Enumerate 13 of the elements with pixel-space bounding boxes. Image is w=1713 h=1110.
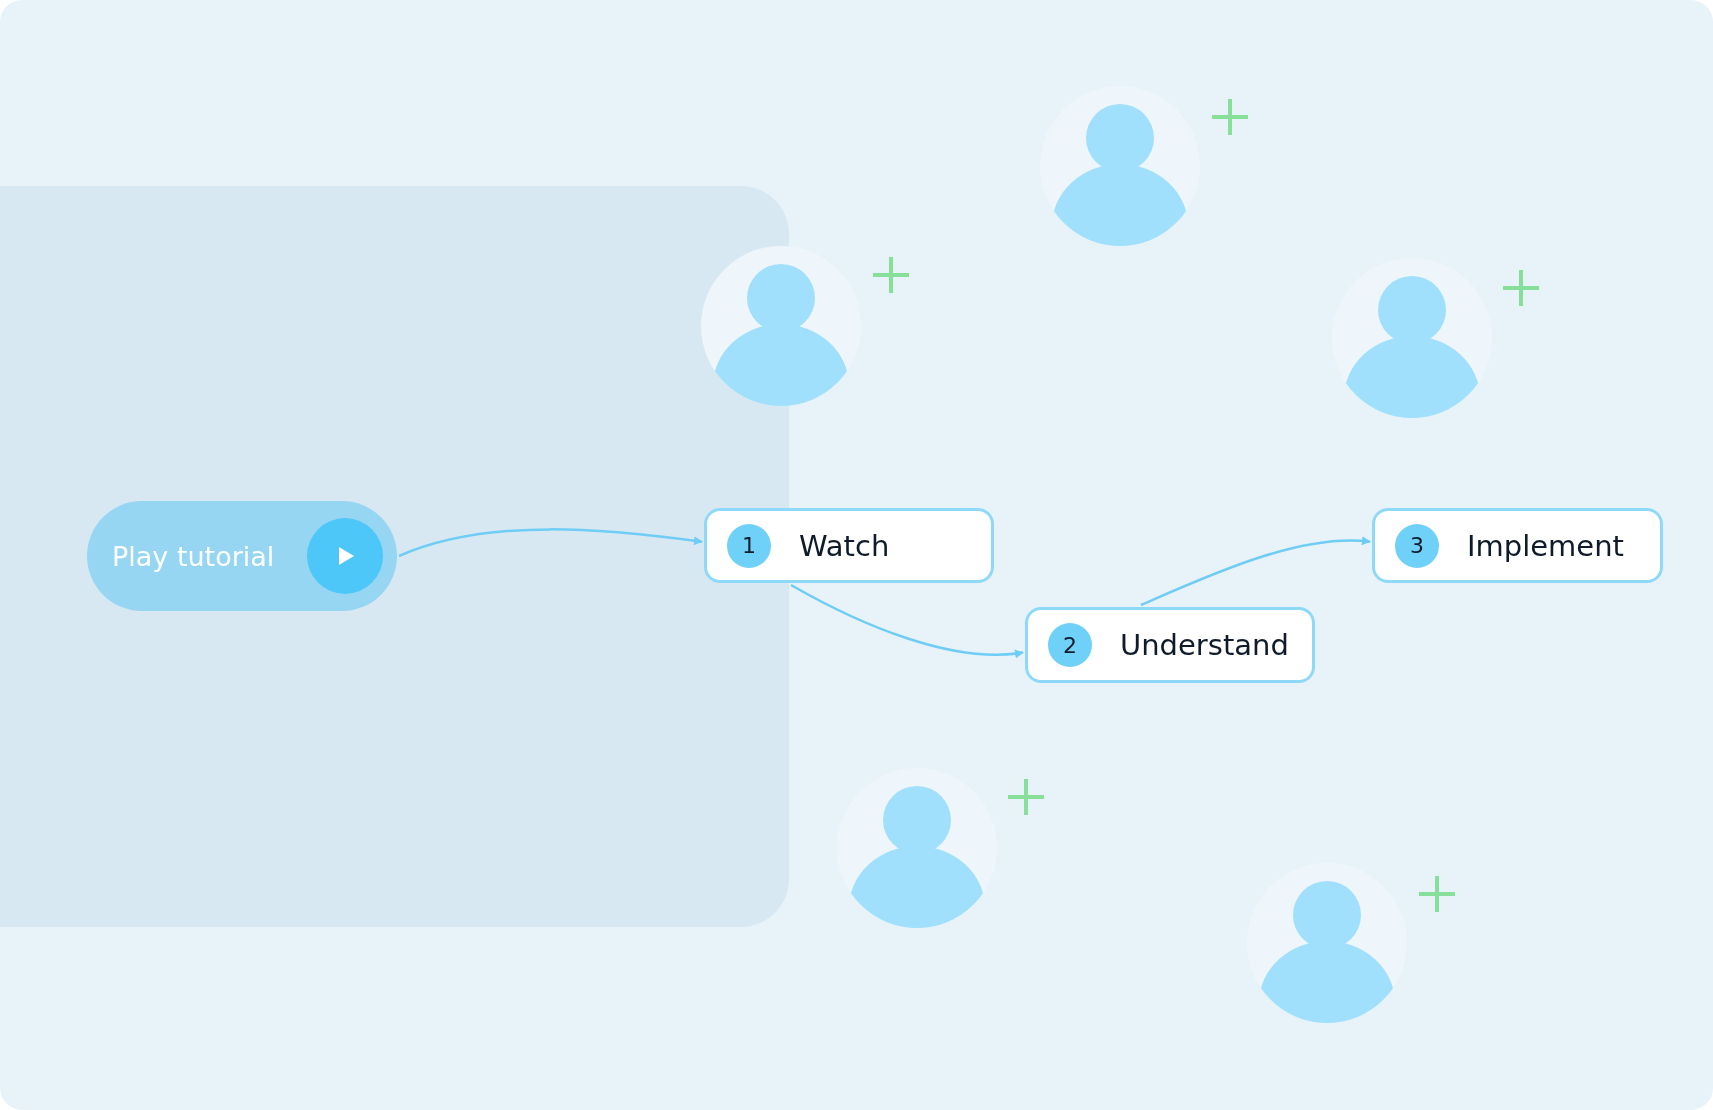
step-box — [704, 508, 994, 583]
step-label: Implement — [1467, 528, 1624, 563]
step-box — [1372, 508, 1663, 583]
step-number: 2 — [1048, 623, 1092, 667]
step-label: Understand — [1120, 628, 1289, 662]
step-label: Watch — [799, 528, 890, 563]
arrow — [790, 583, 1024, 658]
step-box — [1025, 607, 1315, 683]
step-number: 1 — [727, 523, 771, 568]
step-number: 3 — [1395, 523, 1439, 568]
play-tutorial-button: Play tutorial — [87, 501, 397, 611]
arrow — [1140, 536, 1371, 607]
arrow — [398, 528, 703, 558]
